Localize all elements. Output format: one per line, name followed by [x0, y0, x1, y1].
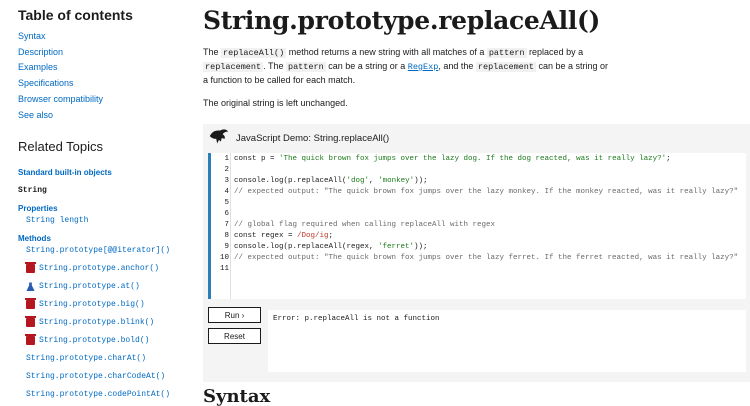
reset-button[interactable]: Reset — [208, 328, 261, 344]
trash-icon — [25, 334, 36, 345]
code-line: // global flag required when calling rep… — [234, 221, 496, 229]
toc-item-syntax[interactable]: Syntax — [18, 31, 46, 41]
method-label: String.prototype.charCodeAt() — [26, 372, 166, 381]
sidebar-item-anchor[interactable]: String.prototype.anchor() — [25, 262, 160, 273]
toc-item-description[interactable]: Description — [18, 46, 64, 57]
toc-item-specifications[interactable]: Specifications — [18, 78, 74, 89]
code-line: console.log(p.replaceAll(regex, 'ferret'… — [234, 243, 428, 251]
syntax-heading: Syntax — [203, 386, 271, 406]
page-title: String.prototype.replaceAll() — [203, 6, 601, 35]
method-label: String.prototype[@@iterator]() — [26, 246, 171, 255]
sidebar-item-bold[interactable]: String.prototype.bold() — [25, 334, 150, 345]
sidebar-item-charcodeat[interactable]: String.prototype.charCodeAt() — [26, 372, 165, 381]
sidebar-item-codepointat[interactable]: String.prototype.codePointAt() — [26, 390, 170, 399]
sidebar-item-length[interactable]: String length — [26, 216, 89, 225]
method-label: String.prototype.at() — [39, 282, 140, 291]
properties-heading: Properties — [18, 204, 58, 213]
toc-list: Syntax Description Examples Specificatio… — [18, 29, 103, 123]
demo-header: JavaScript Demo: String.replaceAll() — [208, 127, 389, 149]
method-label: String.prototype.blink() — [39, 318, 155, 327]
line-number: 3 — [224, 177, 229, 185]
code-line: // expected output: "The quick brown fox… — [234, 254, 739, 262]
code-editor[interactable]: 1 2 3 4 5 6 7 8 9 10 11 const p = 'The q… — [208, 153, 746, 299]
line-number: 2 — [224, 166, 229, 174]
methods-heading: Methods — [18, 234, 51, 243]
console-output: Error: p.replaceAll is not a function — [268, 310, 746, 372]
method-label: String.prototype.bold() — [39, 336, 150, 345]
flask-icon — [26, 282, 35, 292]
run-button[interactable]: Run › — [208, 307, 261, 323]
line-number: 6 — [224, 210, 229, 218]
method-label: String.prototype.charAt() — [26, 354, 147, 363]
code-line: console.log(p.replaceAll('dog', 'monkey'… — [234, 177, 428, 185]
code-replacement: replacement — [203, 62, 264, 72]
line-number: 10 — [219, 254, 229, 262]
line-number: 7 — [224, 221, 229, 229]
demo-title: JavaScript Demo: String.replaceAll() — [236, 132, 390, 144]
interactive-demo: JavaScript Demo: String.replaceAll() 1 2… — [203, 124, 750, 382]
code-replacement: replacement — [475, 62, 536, 72]
sidebar-item-blink[interactable]: String.prototype.blink() — [25, 316, 155, 327]
code-line: // expected output: "The quick brown fox… — [234, 188, 739, 196]
line-number: 8 — [224, 232, 229, 240]
method-label: String.prototype.anchor() — [39, 264, 160, 273]
toc-title: Table of contents — [18, 7, 133, 23]
intro-paragraph: The replaceAll() method returns a new st… — [203, 47, 609, 85]
line-number-gutter: 1 2 3 4 5 6 7 8 9 10 11 — [211, 153, 231, 299]
sidebar-item-charat[interactable]: String.prototype.charAt() — [26, 354, 146, 363]
string-current-item: String — [18, 186, 47, 195]
builtin-objects-link[interactable]: Standard built-in objects — [18, 168, 112, 177]
dinosaur-logo-icon — [209, 129, 229, 144]
toc-item-browser-compatibility[interactable]: Browser compatibility — [18, 93, 104, 104]
line-number: 1 — [224, 155, 229, 163]
sidebar-item-big[interactable]: String.prototype.big() — [25, 298, 145, 309]
trash-icon — [25, 262, 36, 273]
method-label: String.prototype.codePointAt() — [26, 390, 171, 399]
line-number: 9 — [224, 243, 229, 251]
sidebar-item-at[interactable]: String.prototype.at() — [26, 282, 140, 292]
related-topics-title: Related Topics — [18, 139, 104, 154]
output-text: Error: p.replaceAll is not a function — [273, 315, 440, 323]
regexp-link[interactable]: RegExp — [407, 62, 439, 72]
line-number: 11 — [219, 265, 229, 273]
code-line: const regex = /Dog/ig; — [234, 232, 334, 240]
line-number: 5 — [224, 199, 229, 207]
code-pattern: pattern — [285, 62, 326, 72]
sidebar-item-iterator[interactable]: String.prototype[@@iterator]() — [26, 246, 170, 255]
code-pattern: pattern — [486, 48, 527, 58]
code-replaceall: replaceAll() — [221, 48, 287, 58]
toc-item-examples[interactable]: Examples — [18, 62, 58, 73]
sidebar: Table of contents Syntax Description Exa… — [0, 0, 190, 406]
method-label: String.prototype.big() — [39, 300, 145, 309]
trash-icon — [25, 316, 36, 327]
toc-item-see-also[interactable]: See also — [18, 109, 54, 120]
unchanged-paragraph: The original string is left unchanged. — [203, 98, 348, 108]
trash-icon — [25, 298, 36, 309]
line-number: 4 — [224, 188, 229, 196]
main-content: String.prototype.replaceAll() The replac… — [203, 0, 750, 406]
code-line: const p = 'The quick brown fox jumps ove… — [234, 155, 671, 163]
